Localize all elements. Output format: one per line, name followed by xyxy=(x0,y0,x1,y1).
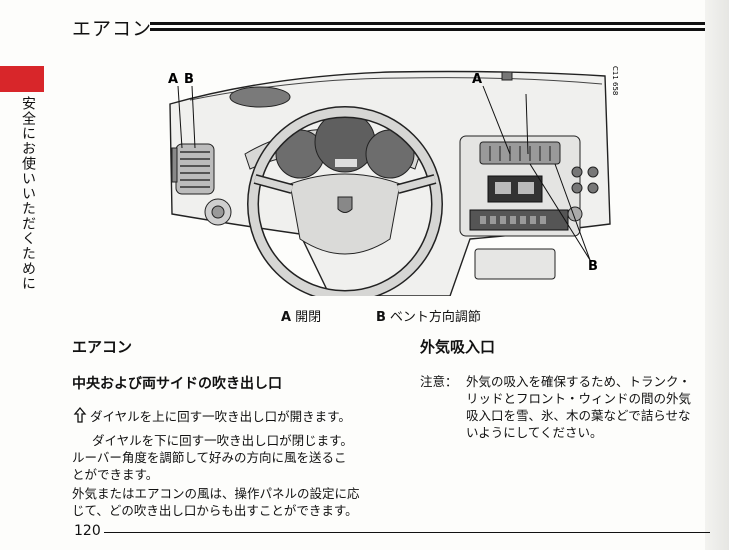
callout-b-left: B xyxy=(184,72,194,87)
radio-unit xyxy=(469,209,569,231)
speaker-grille xyxy=(229,86,291,108)
callout-a-left: A xyxy=(168,72,178,87)
body-line-3: ルーバー角度を調節して好みの方向に風を送るこ xyxy=(72,450,347,465)
footer-rule xyxy=(104,532,710,533)
caution-line-1: 外気の吸入を確保するため、トランク・ xyxy=(466,374,691,389)
caution-body: 外気の吸入を確保するため、トランク・ リッドとフロント・ウィンドの間の外気 吸入… xyxy=(466,373,716,441)
section-tab-marker xyxy=(0,66,44,92)
hazard-button xyxy=(501,71,513,81)
rotate-up-arrow-icon xyxy=(73,406,87,423)
legend-a-text: 開閉 xyxy=(295,310,322,325)
section-label: 安全にお使いいただくために xyxy=(20,96,36,291)
callout-b-right: B xyxy=(588,259,598,274)
body-line-6: じて、どの吹き出し口からも出すことができます。 xyxy=(72,503,358,518)
crest-emblem xyxy=(337,196,353,213)
body-line-1-text: ダイヤルを上に回す一吹き出し口が開きます。 xyxy=(90,409,351,424)
callout-a-right: A xyxy=(472,72,482,87)
figure-code: C11 658 xyxy=(611,66,619,95)
legend-b-text: ベント方向調節 xyxy=(389,310,481,325)
caution-line-2: リッドとフロント・ウィンドの間の外気 xyxy=(466,391,692,406)
header-double-rule xyxy=(150,22,712,31)
legend-a-key: A xyxy=(281,310,292,325)
body-line-2: ダイヤルを下に回す一吹き出し口が閉じます。 xyxy=(92,433,353,448)
section-heading-air-intake: 外気吸入口 xyxy=(420,338,496,356)
storage-tray xyxy=(474,248,556,280)
steering-wheel-hub xyxy=(289,173,401,255)
section-heading-aircon: エアコン xyxy=(72,338,133,356)
page-title: エアコン xyxy=(72,18,153,40)
caution-line-3: 吸入口を雪、氷、木の葉などで詰らせな xyxy=(466,408,691,423)
caution-line-4: いようにしてください。 xyxy=(466,425,603,440)
page-edge-strip xyxy=(705,0,729,550)
subheading-vents: 中央および両サイドの吹き出し口 xyxy=(72,376,282,392)
left-vent-dial xyxy=(171,147,178,183)
body-line-1: ダイヤルを上に回す一吹き出し口が開きます。 xyxy=(72,406,351,425)
caution-label: 注意： xyxy=(420,374,458,389)
body-line-5: 外気またはエアコンの風は、操作パネルの設定に応 xyxy=(72,486,360,501)
legend-b-key: B xyxy=(376,310,386,325)
body-line-4: とができます。 xyxy=(72,467,159,482)
dashboard-illustration: A B A B C11 658 xyxy=(168,66,619,296)
page-number: 120 xyxy=(74,523,101,539)
